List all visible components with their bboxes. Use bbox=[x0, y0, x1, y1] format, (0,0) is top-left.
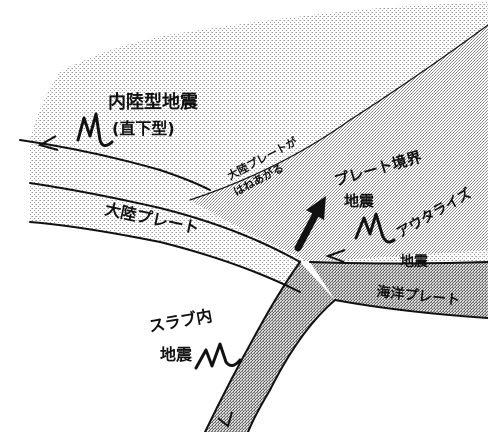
inland-quake-label-line2: (直下型) bbox=[112, 119, 175, 138]
fault-line-inland bbox=[19, 139, 211, 191]
slab-bottom-line bbox=[247, 299, 336, 433]
trench-line bbox=[309, 261, 488, 265]
intraslab-quake-label-line2: 地震 bbox=[160, 345, 193, 364]
arrow-up-right-icon bbox=[294, 196, 326, 252]
arrow-down-icon bbox=[217, 411, 233, 428]
seismic-zigzag-icon bbox=[354, 212, 396, 244]
outer-rise-quake-label-line2: 地震 bbox=[400, 253, 429, 270]
accretionary-wedge bbox=[190, 25, 488, 262]
plate-boundary-quake-label-line2: 地震 bbox=[344, 192, 375, 210]
arrow-left-icon bbox=[325, 249, 346, 263]
plate-outlines bbox=[19, 24, 488, 433]
oceanic-plate-bottom-line bbox=[334, 299, 488, 319]
wedge-boundary-line bbox=[189, 24, 488, 201]
continental-plate-bottom-line bbox=[29, 221, 301, 293]
slab-top-line bbox=[204, 261, 301, 433]
oceanic-plate-body bbox=[310, 262, 488, 318]
arrow-left-icon bbox=[37, 135, 59, 151]
inland-quake-label-line1: 内陸型地震 bbox=[108, 91, 199, 113]
continental-plate-body bbox=[30, 183, 300, 292]
seismic-zigzag-icon bbox=[76, 112, 114, 147]
intraslab-quake-label-line1: スラブ内 bbox=[147, 306, 213, 336]
seismic-zigzag-icon bbox=[194, 342, 242, 370]
continental-plate-top-line bbox=[29, 182, 301, 263]
subducting-slab bbox=[205, 262, 335, 432]
